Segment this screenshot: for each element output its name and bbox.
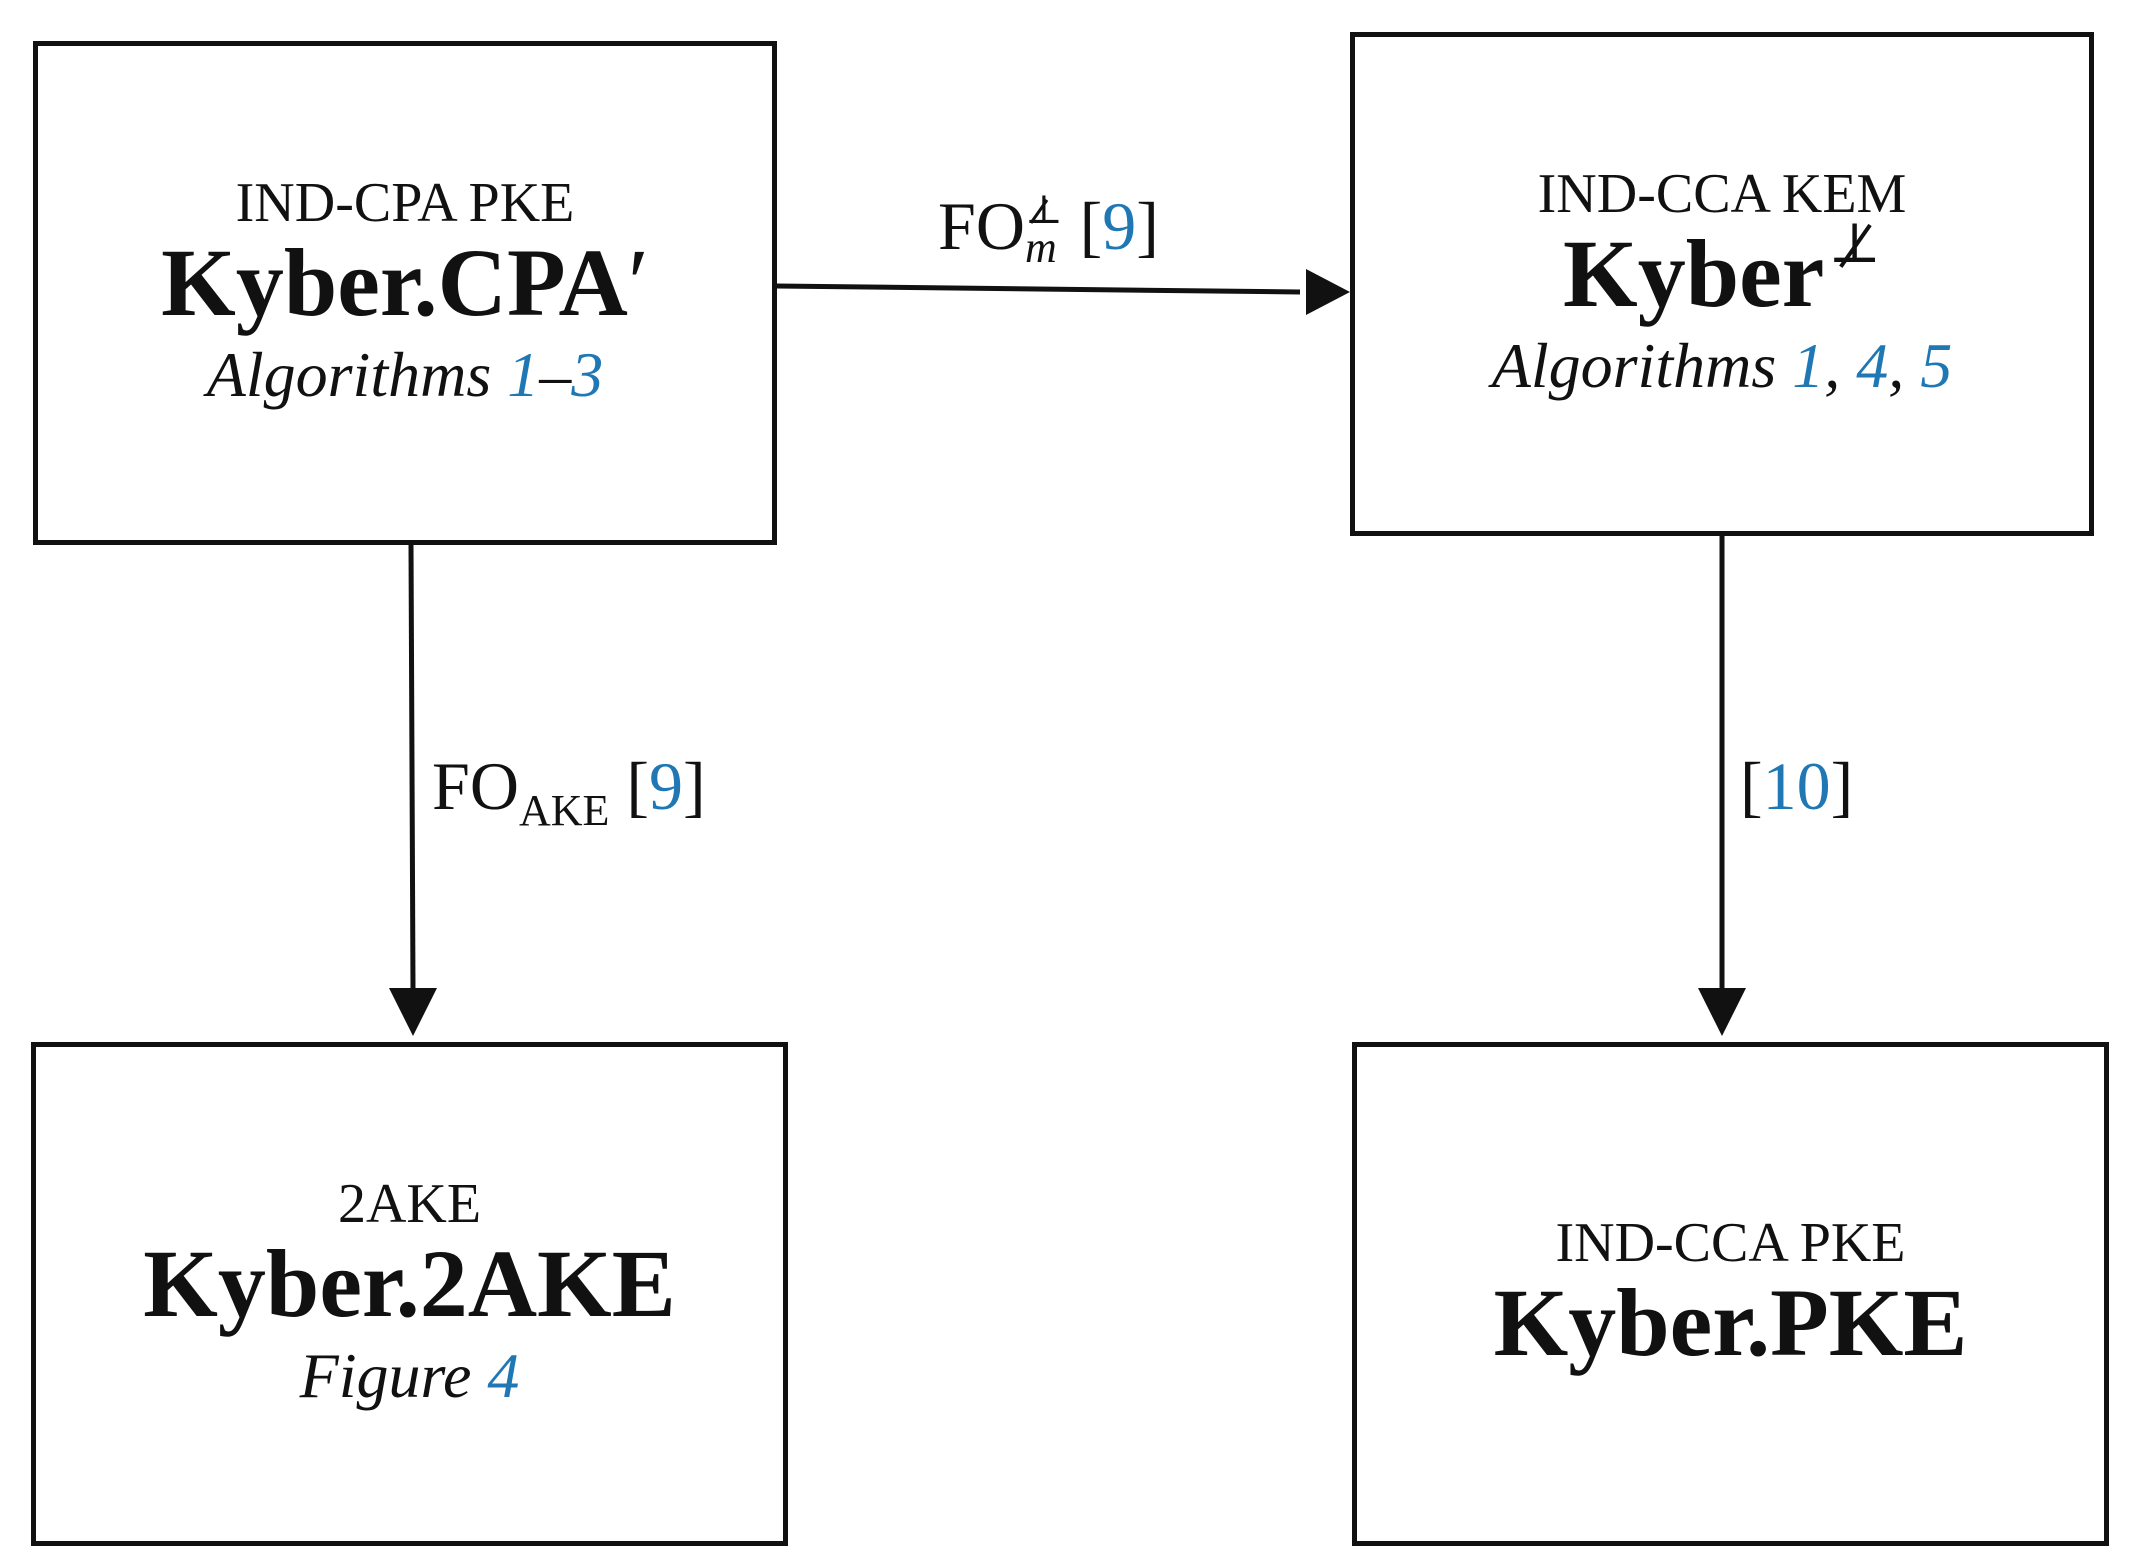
algorithm-link-3[interactable]: 3 <box>571 339 604 410</box>
transform-subscript: AKE <box>518 786 610 835</box>
node-kind-label: IND-CCA PKE <box>1555 1212 1906 1275</box>
node-kyber-2ake: 2AKE Kyber.2AKE Figure 4 <box>31 1042 788 1546</box>
transform-name: FO <box>432 748 519 824</box>
node-kyber-pke: IND-CCA PKE Kyber.PKE <box>1352 1042 2109 1546</box>
node-kyber-cpa: IND-CPA PKE Kyber.CPA′ Algorithms 1–3 <box>33 41 777 545</box>
algorithm-link-5[interactable]: 5 <box>1920 330 1953 401</box>
citation-close: ] <box>1136 188 1159 264</box>
citation-open: [ <box>1740 748 1763 824</box>
edge-label-cpa-to-kem: FO⊥m [9] <box>938 186 1159 272</box>
edge-label-kem-to-pke: [10] <box>1740 752 1853 820</box>
figure-link-4[interactable]: 4 <box>487 1340 520 1411</box>
transform-scripts: ⊥m <box>1024 186 1063 272</box>
list-separator: , <box>1888 330 1921 401</box>
node-name-text: Kyber.CPA <box>161 229 628 337</box>
no-decryption-failure-mark: ⊥ <box>1828 213 1881 276</box>
node-reference: Figure 4 <box>300 1339 520 1413</box>
node-name-text: Kyber <box>1563 220 1825 328</box>
edge-kem-to-pke <box>1698 536 1746 1036</box>
transform-name: FO <box>938 188 1025 264</box>
reference-prefix: Algorithms <box>1491 330 1793 401</box>
citation-link-9[interactable]: 9 <box>1102 188 1137 264</box>
node-reference: Algorithms 1–3 <box>207 338 603 412</box>
node-name: Kyber.2AKE <box>143 1230 676 1338</box>
edge-cpa-to-ake <box>389 544 437 1036</box>
node-kyber-kem: IND-CCA KEM Kyber⊥ Algorithms 1, 4, 5 <box>1350 32 2094 536</box>
reference-prefix: Algorithms <box>206 339 508 410</box>
citation-open: [ <box>1079 188 1103 264</box>
node-kind-label: 2AKE <box>337 1173 482 1236</box>
node-reference: Algorithms 1, 4, 5 <box>1492 329 1952 403</box>
node-name: Kyber.CPA′ <box>161 232 649 334</box>
citation-close: ] <box>683 748 706 824</box>
transform-subscript: m <box>1024 222 1057 272</box>
edge-cpa-to-kem <box>775 269 1350 315</box>
edge-label-cpa-to-ake: FOAKE [9] <box>432 752 706 833</box>
range-separator: – <box>539 339 572 410</box>
algorithm-link-1[interactable]: 1 <box>507 339 540 410</box>
citation-close: ] <box>1830 748 1854 824</box>
algorithm-link-4[interactable]: 4 <box>1856 330 1889 401</box>
citation-open: [ <box>626 748 650 824</box>
list-separator: , <box>1824 330 1857 401</box>
citation-link-10[interactable]: 10 <box>1762 748 1831 824</box>
reference-prefix: Figure <box>299 1340 488 1411</box>
prime-mark: ′ <box>627 229 649 337</box>
node-kind-label: IND-CPA PKE <box>235 172 575 235</box>
node-name: Kyber⊥ <box>1563 215 1881 325</box>
citation-link-9[interactable]: 9 <box>649 748 684 824</box>
algorithm-link-1[interactable]: 1 <box>1792 330 1825 401</box>
transform-superscript: ⊥ <box>1024 186 1063 232</box>
node-name: Kyber.PKE <box>1493 1269 1968 1376</box>
